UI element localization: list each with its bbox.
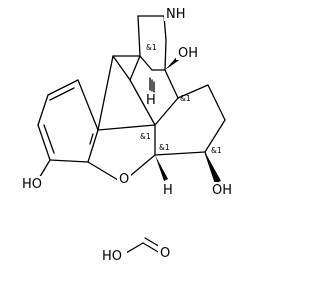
aromatic-bond-6 xyxy=(77,79,99,131)
label-backgrounds xyxy=(22,6,235,263)
junction-bond-1 xyxy=(164,69,179,99)
aromatic-bond-3 xyxy=(37,124,51,161)
ring-bond-2 xyxy=(207,84,226,121)
stereo-tag-3: &1 xyxy=(140,132,151,141)
aromatic-bond-4 xyxy=(49,159,89,163)
nh-label: NH xyxy=(166,7,186,22)
n-bridge-1 xyxy=(137,15,141,57)
ring-bond-3 xyxy=(204,119,226,153)
stereo-tags: &1 &1 &1 &1 &1 xyxy=(140,43,222,155)
structure-svg: NH OH H HO O H OH HO O &1 &1 &1 &1 &1 xyxy=(22,6,235,264)
stereo-tag-2: &1 xyxy=(180,94,191,103)
aromatic-bond-2 xyxy=(37,94,49,126)
aromatic-bond-1 xyxy=(47,79,79,96)
bridge-bond-3 xyxy=(139,55,153,71)
formic-acid-bonds xyxy=(125,237,163,254)
bridge-bond-1 xyxy=(97,55,114,131)
core-bond-3 xyxy=(129,55,141,81)
core-bond-1 xyxy=(97,124,156,131)
h-bottom-label: H xyxy=(163,183,173,198)
aromatic-bond-3-inner xyxy=(43,124,55,154)
formic-o-label: O xyxy=(160,246,170,261)
h-wedge-bottom xyxy=(155,155,168,181)
h-left-label: H xyxy=(146,93,156,108)
stereo-tag-4: &1 xyxy=(159,143,170,152)
ho-left-label: HO xyxy=(22,177,42,192)
main-molecule-bonds xyxy=(37,15,226,189)
junction-bond-3 xyxy=(164,39,167,71)
atom-labels: NH OH H HO O H OH HO O xyxy=(22,7,232,264)
ring-bond-4 xyxy=(154,151,206,156)
core-bond-4 xyxy=(154,97,179,126)
chemical-structure-figure: NH OH H HO O H OH HO O &1 &1 &1 &1 &1 xyxy=(22,6,235,264)
o-ring-label: O xyxy=(119,172,129,187)
aromatic-bond-5 xyxy=(87,129,99,163)
core-bond-2 xyxy=(129,79,156,126)
oh-right-label: OH xyxy=(212,183,232,198)
aromatic-bond-5-inner xyxy=(89,133,94,145)
formic-ho-label: HO xyxy=(102,249,122,264)
formic-c-oh-bond xyxy=(125,242,144,254)
ring-bond-1 xyxy=(177,84,209,99)
ether-bond-2 xyxy=(129,154,156,177)
stereo-tag-5: &1 xyxy=(211,146,222,155)
formic-c-o-bond xyxy=(142,242,161,254)
stereo-tag-1: &1 xyxy=(146,43,157,52)
oh-wedge-right xyxy=(205,152,221,183)
ether-bond-1 xyxy=(87,161,119,181)
oh-top-label: OH xyxy=(178,46,198,61)
aromatic-bond-1-inner xyxy=(49,87,75,101)
bridge-bond-4 xyxy=(112,55,131,81)
